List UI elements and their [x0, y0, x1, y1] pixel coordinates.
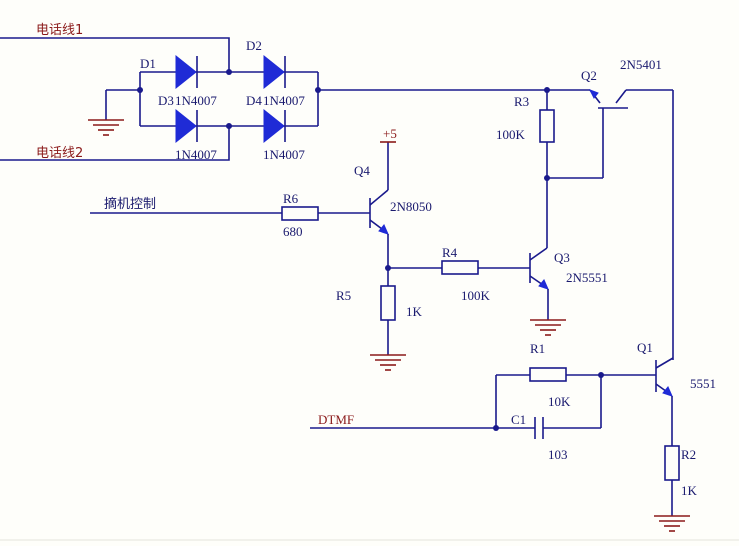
net-label-dtmf: DTMF: [318, 412, 354, 427]
net-label-hook-control: 摘机控制: [104, 196, 156, 212]
q2-value: 2N5401: [620, 57, 662, 72]
r6-value: 680: [283, 224, 303, 239]
resistor-r4: R4 100K: [388, 245, 530, 303]
transistor-q4: Q4 2N8050: [354, 142, 432, 286]
q4-value: 2N8050: [390, 199, 432, 214]
r1-ref: R1: [530, 341, 545, 356]
q1-value: 5551: [690, 376, 716, 391]
bridge-rectifier: D1 D2 D3 1N4007 1N4007 D4 1N4007 1N4007: [105, 38, 321, 162]
r4-ref: R4: [442, 245, 458, 260]
c1-ref: C1: [511, 412, 526, 427]
ground-symbol-r2: [654, 515, 690, 532]
junction: [544, 175, 550, 181]
diode-d1: D1: [140, 54, 198, 90]
ground-symbol-r5: [370, 354, 406, 371]
d2-value: 1N4007: [263, 93, 305, 108]
junction: [226, 123, 232, 129]
junction: [137, 87, 143, 93]
r5-value: 1K: [406, 304, 423, 319]
resistor-r3: R3 100K: [496, 90, 603, 248]
c1-value: 103: [548, 447, 568, 462]
r4-value: 100K: [461, 288, 491, 303]
d4-ref: D4: [246, 93, 262, 108]
d1-ref: D1: [140, 56, 156, 71]
capacitor-c1: C1 103: [496, 412, 601, 462]
r3-value: 100K: [496, 127, 526, 142]
net-label-line1: 电话线1: [36, 23, 83, 38]
q2-ref: Q2: [581, 68, 597, 83]
q4-ref: Q4: [354, 163, 370, 178]
resistor-r1: R1 10K: [496, 341, 656, 409]
phone-line-1: 电话线1: [0, 23, 230, 72]
diode-d4: D4 1N4007 1N4007: [246, 93, 305, 162]
transistor-q1: Q1 5551: [637, 340, 716, 446]
r2-ref: R2: [681, 447, 696, 462]
vcc-label: +5: [383, 126, 397, 141]
ground-symbol-bridge: [88, 119, 124, 136]
resistor-r6: R6 680: [281, 191, 370, 239]
r1-value: 10K: [548, 394, 571, 409]
r5-ref: R5: [336, 288, 351, 303]
q3-ref: Q3: [554, 250, 570, 265]
d3-value: 1N4007: [175, 147, 217, 162]
ground-symbol-q3: [530, 319, 566, 336]
junction: [493, 425, 499, 431]
diode-d2: D2: [246, 38, 286, 90]
d2-ref: D2: [246, 38, 262, 53]
dtmf-input: DTMF: [310, 412, 499, 431]
d4-value: 1N4007: [263, 147, 305, 162]
junction: [226, 69, 232, 75]
hook-control-input: 摘机控制: [90, 196, 282, 214]
transistor-q2: Q2 2N5401: [581, 57, 674, 360]
resistor-r2: R2 1K: [664, 445, 698, 516]
q1-ref: Q1: [637, 340, 653, 355]
r2-value: 1K: [681, 483, 698, 498]
net-label-line2: 电话线2: [36, 146, 83, 161]
d3-ref: D3: [158, 93, 174, 108]
phone-line-2: 电话线2: [0, 126, 230, 161]
resistor-r5: R5 1K: [336, 265, 423, 355]
d1-value: 1N4007: [175, 93, 217, 108]
q3-value: 2N5551: [566, 270, 608, 285]
vcc-symbol: +5: [380, 126, 397, 143]
r6-ref: R6: [283, 191, 299, 206]
transistor-q3: Q3 2N5551: [529, 247, 608, 320]
diode-d3: D3 1N4007 1N4007: [158, 93, 217, 162]
r3-ref: R3: [514, 94, 529, 109]
